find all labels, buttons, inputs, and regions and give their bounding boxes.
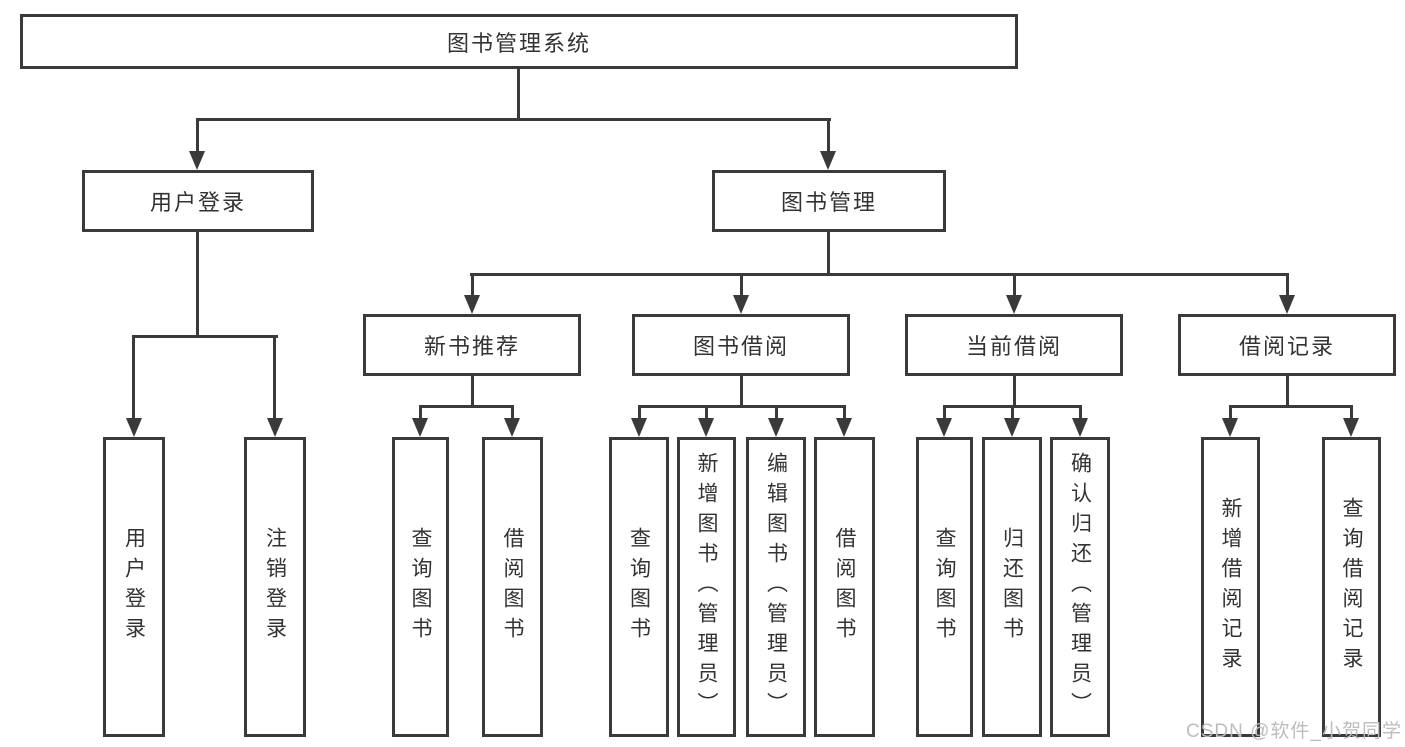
leaf-user-login-label: 用户登录 bbox=[122, 527, 146, 647]
leaf-add-books-admin: 新增图书（管理员） bbox=[677, 437, 736, 737]
leaf-user-login: 用户登录 bbox=[103, 437, 165, 737]
connector-level1-branch bbox=[196, 118, 831, 121]
leaf-recommend-query-books: 查询图书 bbox=[392, 437, 449, 737]
connector-leaf-drop bbox=[1079, 405, 1082, 420]
leaf-add-borrow-record: 新增借阅记录 bbox=[1201, 437, 1260, 737]
leaf-add-books-admin-label: 新增图书（管理员） bbox=[695, 452, 718, 722]
connector-to-new-book bbox=[471, 273, 474, 297]
leaf-logout: 注销登录 bbox=[244, 437, 306, 737]
node-root: 图书管理系统 bbox=[20, 14, 1018, 69]
connector-user-login-branch bbox=[132, 335, 278, 338]
arrowhead-leaf-icon bbox=[836, 418, 852, 437]
connector-to-current-borrow bbox=[1013, 273, 1016, 297]
leaf-borrow-books: 借阅图书 bbox=[814, 437, 875, 737]
node-current-borrow-label: 当前借阅 bbox=[965, 334, 1062, 359]
leaf-borrow-query-books-label: 查询图书 bbox=[627, 527, 651, 647]
connector-borrow-records-branch bbox=[1229, 405, 1352, 408]
arrowhead-leaf-icon bbox=[1004, 418, 1020, 437]
connector-leaf-drop bbox=[775, 405, 778, 420]
node-user-login: 用户登录 bbox=[82, 170, 314, 232]
connector-to-leaf-user-login bbox=[132, 335, 135, 420]
connector-to-user-login bbox=[196, 118, 199, 153]
csdn-watermark: CSDN @软件_小贺同学 bbox=[1186, 721, 1402, 742]
leaf-return-books-label: 归还图书 bbox=[1000, 527, 1024, 647]
leaf-recommend-borrow-books-label: 借阅图书 bbox=[501, 527, 524, 647]
arrowhead-leaf-icon bbox=[412, 418, 428, 437]
connector-user-login-stem bbox=[196, 232, 199, 337]
connector-borrow-records-stem bbox=[1286, 376, 1289, 407]
node-book-borrow: 图书借阅 bbox=[632, 314, 850, 376]
connector-leaf-drop bbox=[638, 405, 641, 420]
arrowhead-user-login-icon bbox=[189, 151, 205, 170]
arrowhead-leaf-user-login-icon bbox=[126, 418, 142, 437]
node-root-label: 图书管理系统 bbox=[446, 30, 591, 56]
connector-book-borrow-stem bbox=[740, 376, 743, 407]
node-new-book-recommend-label: 新书推荐 bbox=[423, 334, 520, 359]
leaf-borrow-query-books: 查询图书 bbox=[609, 437, 669, 737]
node-borrow-records: 借阅记录 bbox=[1178, 314, 1396, 376]
arrowhead-leaf-icon bbox=[1343, 418, 1359, 437]
node-current-borrow: 当前借阅 bbox=[905, 314, 1123, 376]
arrowhead-new-book-icon bbox=[464, 295, 480, 314]
leaf-edit-books-admin-label: 编辑图书（管理员） bbox=[764, 452, 788, 722]
connector-leaf-drop bbox=[843, 405, 846, 420]
connector-leaf-drop bbox=[511, 405, 514, 420]
leaf-add-borrow-record-label: 新增借阅记录 bbox=[1219, 497, 1242, 677]
leaf-logout-label: 注销登录 bbox=[263, 527, 287, 647]
node-book-management-label: 图书管理 bbox=[780, 190, 877, 215]
leaf-recommend-borrow-books: 借阅图书 bbox=[482, 437, 543, 737]
leaf-borrow-books-label: 借阅图书 bbox=[833, 527, 856, 647]
arrowhead-book-borrow-icon bbox=[733, 295, 749, 314]
connector-root-stem bbox=[517, 69, 520, 119]
connector-leaf-drop bbox=[1229, 405, 1232, 420]
connector-book-borrow-branch bbox=[638, 405, 845, 408]
leaf-confirm-return-admin: 确认归还（管理员） bbox=[1050, 437, 1110, 737]
connector-current-borrow-stem bbox=[1013, 376, 1016, 407]
leaf-query-borrow-record-label: 查询借阅记录 bbox=[1340, 497, 1363, 677]
arrowhead-leaf-logout-icon bbox=[267, 418, 283, 437]
arrowhead-book-management-icon bbox=[820, 151, 836, 170]
connector-to-leaf-logout bbox=[273, 335, 276, 420]
arrowhead-leaf-icon bbox=[504, 418, 520, 437]
arrowhead-leaf-icon bbox=[768, 418, 784, 437]
leaf-confirm-return-admin-label: 确认归还（管理员） bbox=[1068, 452, 1092, 722]
arrowhead-leaf-icon bbox=[1072, 418, 1088, 437]
connector-to-borrow-records bbox=[1286, 273, 1289, 297]
connector-to-book-borrow bbox=[740, 273, 743, 297]
leaf-recommend-query-books-label: 查询图书 bbox=[409, 527, 432, 647]
arrowhead-borrow-records-icon bbox=[1279, 295, 1295, 314]
leaf-current-query-books: 查询图书 bbox=[916, 437, 973, 737]
arrowhead-leaf-icon bbox=[631, 418, 647, 437]
node-borrow-records-label: 借阅记录 bbox=[1238, 334, 1335, 359]
connector-leaf-drop bbox=[1011, 405, 1014, 420]
arrowhead-leaf-icon bbox=[698, 418, 714, 437]
arrowhead-current-borrow-icon bbox=[1006, 295, 1022, 314]
node-book-borrow-label: 图书借阅 bbox=[692, 334, 789, 359]
node-book-management: 图书管理 bbox=[712, 170, 946, 232]
connector-level3-branch bbox=[470, 273, 1289, 276]
connector-leaf-drop bbox=[419, 405, 422, 420]
connector-leaf-drop bbox=[1350, 405, 1353, 420]
connector-new-book-branch bbox=[419, 405, 514, 408]
connector-new-book-stem bbox=[471, 376, 474, 407]
arrowhead-leaf-icon bbox=[936, 418, 952, 437]
leaf-query-borrow-record: 查询借阅记录 bbox=[1322, 437, 1381, 737]
node-user-login-label: 用户登录 bbox=[149, 190, 246, 215]
leaf-edit-books-admin: 编辑图书（管理员） bbox=[746, 437, 806, 737]
connector-leaf-drop bbox=[943, 405, 946, 420]
leaf-current-query-books-label: 查询图书 bbox=[933, 527, 956, 647]
connector-to-book-management bbox=[827, 118, 830, 153]
connector-leaf-drop bbox=[705, 405, 708, 420]
leaf-return-books: 归还图书 bbox=[982, 437, 1042, 737]
connector-book-management-stem bbox=[827, 232, 830, 276]
node-new-book-recommend: 新书推荐 bbox=[363, 314, 581, 376]
arrowhead-leaf-icon bbox=[1222, 418, 1238, 437]
